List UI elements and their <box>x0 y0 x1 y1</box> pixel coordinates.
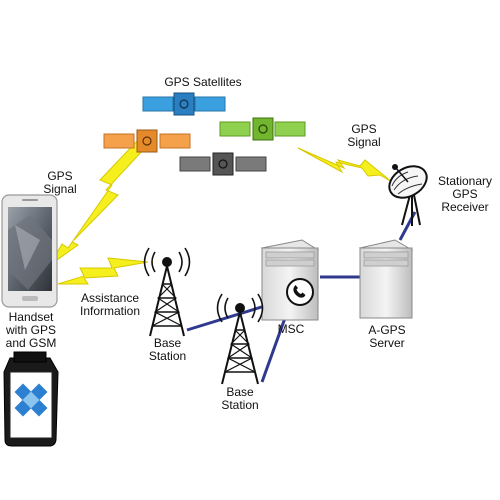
lightning-bolts <box>49 139 393 285</box>
agps-server <box>358 239 414 319</box>
satellite-orange <box>103 129 191 153</box>
gps-signal-label-left: GPS Signal <box>30 170 90 196</box>
gps-signal-right-line2: Signal <box>347 135 381 149</box>
stationary-receiver-line2: GPS <box>452 187 478 201</box>
stationary-receiver-line3: Receiver <box>441 200 489 214</box>
satellite-blue <box>142 92 226 116</box>
assistance-information-label: Assistance Information <box>70 292 150 318</box>
msc-label: MSC <box>277 322 305 336</box>
phone-icon <box>293 285 306 298</box>
stationary-gps-receiver-dish <box>388 164 428 226</box>
stationary-receiver-line1: Stationary <box>437 174 493 188</box>
satellite-green <box>219 117 306 141</box>
handset-label: Handset with GPS and GSM <box>0 311 62 350</box>
assistance-line2: Information <box>79 304 141 318</box>
obd-dongle-device <box>3 351 59 447</box>
gps-signal-label-right: GPS Signal <box>334 123 394 149</box>
agps-server-label: A-GPS Server <box>358 324 416 350</box>
base-station-1-line1: Base <box>153 336 182 350</box>
gps-signal-right-line1: GPS <box>351 122 377 136</box>
handset-phone <box>1 194 58 308</box>
base-station-2-line1: Base <box>226 385 254 399</box>
satellite-gray <box>179 152 267 176</box>
base-station-1-label: Base Station <box>140 337 195 363</box>
assistance-bolt <box>57 257 149 285</box>
base-station-2-line2: Station <box>221 398 259 412</box>
gps-signal-left-line2: Signal <box>43 182 77 196</box>
gps-signal-left-line1: GPS <box>47 169 73 183</box>
agps-server-line2: Server <box>369 336 405 350</box>
base-station-tower-1 <box>143 247 191 337</box>
handset-line1: Handset <box>8 310 54 324</box>
link-msc-base2 <box>260 317 287 383</box>
agps-server-line1: A-GPS <box>368 323 406 337</box>
assistance-line1: Assistance <box>80 291 140 305</box>
stationary-receiver-label: Stationary GPS Receiver <box>430 175 500 214</box>
gps-signal-bolt-right <box>297 147 393 183</box>
handset-line2: with GPS <box>5 323 56 337</box>
msc-server <box>260 239 320 321</box>
base-station-1-line2: Station <box>148 349 187 363</box>
base-station-2-label: Base Station <box>212 386 268 412</box>
handset-line3: and GSM <box>5 336 57 350</box>
gps-satellites-label: GPS Satellites <box>164 75 242 89</box>
gps-signal-bolt-left <box>49 139 146 266</box>
base-station-tower-2 <box>216 293 264 385</box>
